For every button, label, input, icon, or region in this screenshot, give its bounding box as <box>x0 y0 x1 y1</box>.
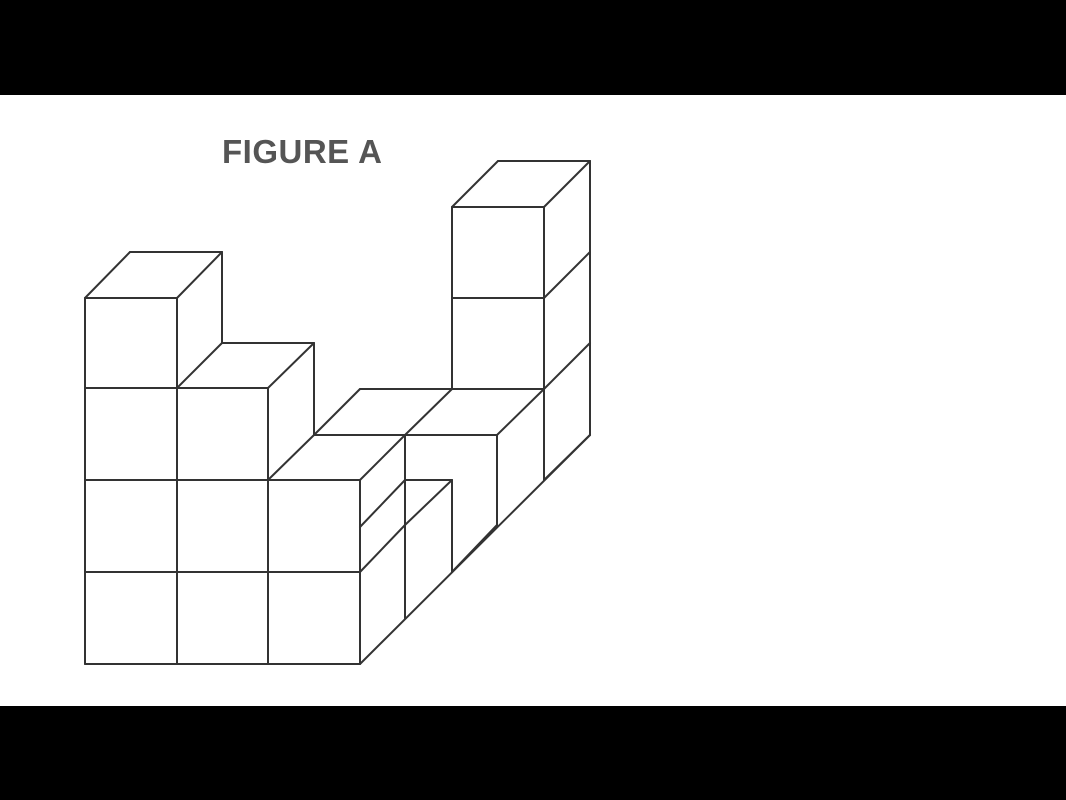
cube-edge <box>84 251 131 299</box>
figure-title: FIGURE A <box>222 133 383 170</box>
cube-edge <box>359 479 406 528</box>
letterbox-top <box>0 0 1066 95</box>
cube-edge <box>359 524 406 573</box>
cube-edge <box>267 434 315 481</box>
cube-edge <box>176 251 223 299</box>
letterbox-bottom <box>0 706 1066 800</box>
cube-edge <box>496 388 545 436</box>
cube-edge <box>267 342 315 389</box>
cube-edge <box>543 342 591 390</box>
cube-edge <box>543 160 591 208</box>
cube-edges <box>84 160 591 665</box>
cube-edge <box>176 342 223 389</box>
cube-edge <box>543 251 591 299</box>
cube-edge <box>313 388 361 436</box>
cube-edge <box>359 434 406 481</box>
cube-edge <box>451 160 499 208</box>
cube-edge <box>404 388 453 436</box>
cube-edge <box>543 434 591 481</box>
cube-edge <box>404 479 453 526</box>
